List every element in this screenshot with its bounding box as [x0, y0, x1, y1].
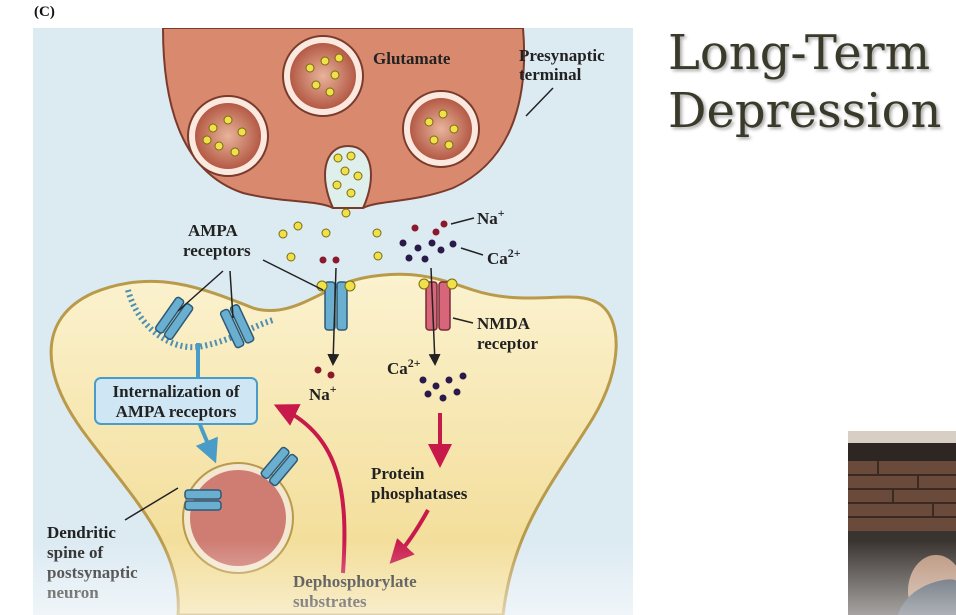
ltd-diagram: Internalization of AMPA receptors Glutam…: [33, 28, 633, 615]
glutamate-molecules: [202, 53, 459, 262]
dendritic-label-line4: neuron: [47, 583, 99, 602]
ampa-leader: [229, 270, 234, 319]
dendritic-label-line1: Dendritic: [47, 523, 116, 542]
ca-leader: [460, 247, 484, 256]
na-bottom-label: Na+: [309, 382, 337, 404]
dendritic-leader: [124, 487, 179, 521]
glutamate-label: Glutamate: [373, 49, 451, 68]
synaptic-vesicle: [187, 95, 269, 177]
na-leader: [450, 217, 475, 225]
presynaptic-leader: [525, 87, 554, 117]
ampa-leader: [262, 259, 324, 291]
ampa-leader: [177, 270, 224, 312]
protein-phosphatases-line1: Protein: [371, 464, 425, 483]
nmda-label-line2: receptor: [477, 334, 538, 353]
ltd-diagram-svg: Internalization of AMPA receptors Glutam…: [47, 28, 618, 615]
na-influx-arrow: [327, 267, 340, 366]
slide-title: Long-Term Depression: [668, 24, 941, 140]
panel-letter: (C): [34, 4, 55, 20]
presynaptic-terminal: [161, 28, 526, 209]
ca-influx-arrow: [428, 267, 441, 366]
internalization-label-line1: Internalization of: [112, 382, 239, 401]
ampa-label-line2: receptors: [183, 241, 251, 260]
dendritic-label-line3: postsynaptic: [47, 563, 138, 582]
sodium-ions: [314, 220, 448, 379]
internalized-ampa-receptor: [184, 489, 222, 511]
ca-bottom-label: Ca2+: [387, 356, 421, 378]
presynaptic-label-line2: terminal: [519, 65, 582, 84]
calcium-ions: [399, 239, 467, 402]
internalization-arrow: [198, 343, 213, 456]
na-top-label: Na+: [477, 206, 505, 228]
presenter-webcam: [848, 431, 956, 615]
internalized-ampa-receptor: [260, 446, 299, 487]
ampa-receptor-active: [316, 280, 356, 331]
synaptic-vesicle: [282, 35, 364, 117]
synaptic-vesicle: [402, 90, 480, 168]
dephosphorylate-label-line2: substrates: [293, 592, 367, 611]
nmda-label-line1: NMDA: [477, 314, 531, 333]
ca-top-label: Ca2+: [487, 246, 521, 268]
ampa-receptor: [154, 296, 194, 341]
dendritic-label-line2: spine of: [47, 543, 104, 562]
ampa-receptor: [219, 304, 255, 349]
ampa-label-line1: AMPA: [188, 221, 238, 240]
internalization-label-line2: AMPA receptors: [116, 402, 237, 421]
internalization-box: Internalization of AMPA receptors: [94, 377, 258, 425]
clathrin-coated-pit: [125, 289, 274, 351]
dephosphorylate-label-line1: Dephosphorylate: [293, 572, 417, 591]
slide-title-line2: Depression: [668, 83, 942, 139]
presynaptic-label-line1: Presynaptic: [519, 46, 605, 65]
protein-phosphatases-line2: phosphatases: [371, 484, 468, 503]
webcam-video-frame: [848, 431, 956, 615]
nmda-leader: [452, 317, 474, 324]
slide-title-line1: Long-Term: [668, 25, 931, 81]
nmda-receptor: [418, 278, 458, 331]
